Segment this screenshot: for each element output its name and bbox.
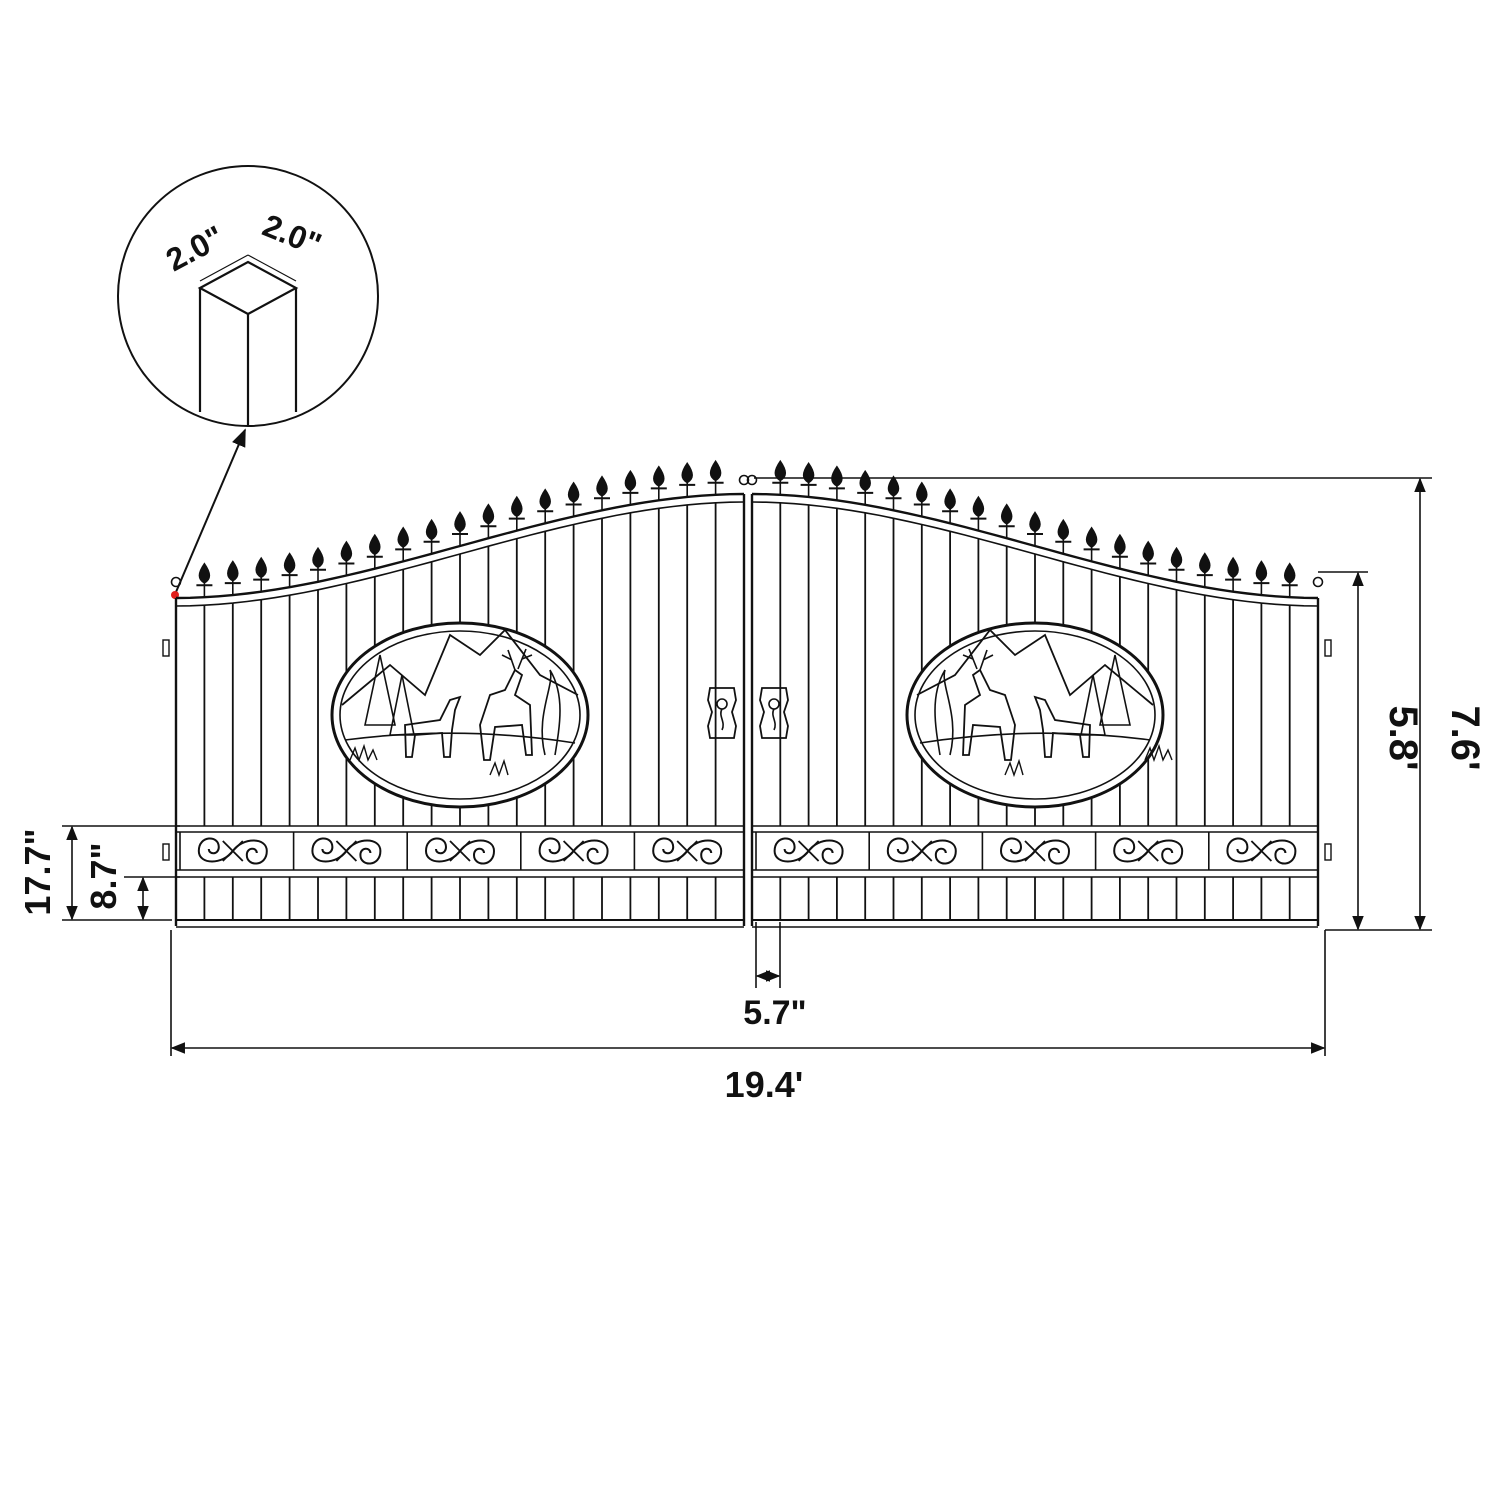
spear-finial-icon [253, 556, 270, 592]
spear-finial-icon [1027, 511, 1043, 546]
spear-finial-icon [1083, 526, 1100, 562]
scroll-ornament-icon [1226, 837, 1297, 865]
spear-finial-icon [1055, 518, 1072, 554]
spear-finial-icon [224, 560, 241, 596]
scroll-ornament-icon [652, 837, 723, 865]
square-post-detail-icon [197, 254, 299, 425]
post-cap [746, 474, 758, 486]
spear-finial-icon [828, 465, 845, 501]
spear-finial-icon [1196, 552, 1213, 588]
gate-drawing [162, 459, 1332, 928]
scroll-ornament-icon [425, 837, 495, 865]
scroll-ornament-icon [1000, 837, 1070, 865]
spear-finial-icon [679, 462, 696, 497]
scroll-band-height-label: 17.7" [17, 828, 58, 915]
hinge [1324, 639, 1332, 657]
spear-finial-icon [310, 546, 326, 582]
left-gate-leaf [162, 459, 750, 928]
spear-finial-icon [338, 540, 355, 576]
spear-finial-icon [1253, 560, 1270, 596]
spear-finial-icon [423, 518, 440, 554]
scroll-ornament-icon [311, 837, 382, 865]
scroll-ornament-icon [538, 837, 609, 865]
deer-scene-medallion-icon [905, 621, 1173, 809]
post-detail-circle [117, 165, 379, 427]
spear-finial-icon [452, 511, 468, 546]
spear-finial-icon [800, 462, 817, 497]
spear-finial-icon [772, 459, 789, 495]
spear-finial-icon [395, 526, 412, 562]
deer-scene-medallion-icon [330, 621, 590, 809]
hinge [162, 843, 170, 861]
spear-finial-icon [366, 533, 383, 569]
spear-finial-icon [1281, 562, 1298, 598]
center-gap-label: 5.7" [743, 994, 806, 1032]
spear-finial-icon [913, 481, 930, 517]
spear-finial-icon [622, 469, 639, 505]
scroll-ornament-icon [773, 837, 844, 865]
spear-finial-icon [970, 495, 987, 531]
peak-height-label: 7.6' [1443, 705, 1487, 770]
scroll-ornament-icon [886, 837, 957, 865]
hinge [1324, 843, 1332, 861]
spear-finial-icon [942, 488, 959, 524]
hinge [162, 639, 170, 657]
latch-plate-icon [707, 687, 737, 739]
spear-finial-icon [1111, 533, 1128, 569]
spear-finial-icon [480, 503, 497, 539]
spear-finial-icon [537, 488, 554, 524]
spear-finial-icon [594, 475, 610, 511]
spear-finial-icon [885, 475, 902, 511]
post-cap [1312, 576, 1324, 588]
lower-bar-height-label: 8.7" [83, 842, 124, 909]
spear-finial-icon [707, 459, 724, 495]
latch-plate-icon [759, 687, 789, 739]
right-gate-leaf [746, 459, 1332, 928]
post-detail-callout: 2.0" 2.0" [117, 165, 379, 599]
spear-finial-icon [508, 495, 525, 531]
spear-finial-icon [1225, 556, 1242, 592]
spear-finial-icon [281, 552, 298, 588]
scroll-ornament-icon [1113, 837, 1184, 865]
total-width-label: 19.4' [725, 1064, 804, 1105]
spear-finial-icon [196, 562, 213, 598]
post-width-b-label: 2.0" [258, 207, 327, 263]
side-height-label: 5.8' [1381, 705, 1425, 770]
spear-finial-icon [650, 465, 667, 501]
post-cap [170, 576, 182, 588]
post-cap [738, 474, 750, 486]
spear-finial-icon [1140, 540, 1157, 576]
spear-finial-icon [565, 481, 582, 517]
spear-finial-icon [857, 469, 874, 505]
scroll-ornament-icon [197, 837, 268, 865]
spear-finial-icon [998, 503, 1015, 539]
spear-finial-icon [1168, 546, 1185, 582]
dimension-lines [62, 477, 1432, 1056]
post-width-a-label: 2.0" [160, 218, 230, 278]
callout-leader-arrow [175, 428, 246, 593]
